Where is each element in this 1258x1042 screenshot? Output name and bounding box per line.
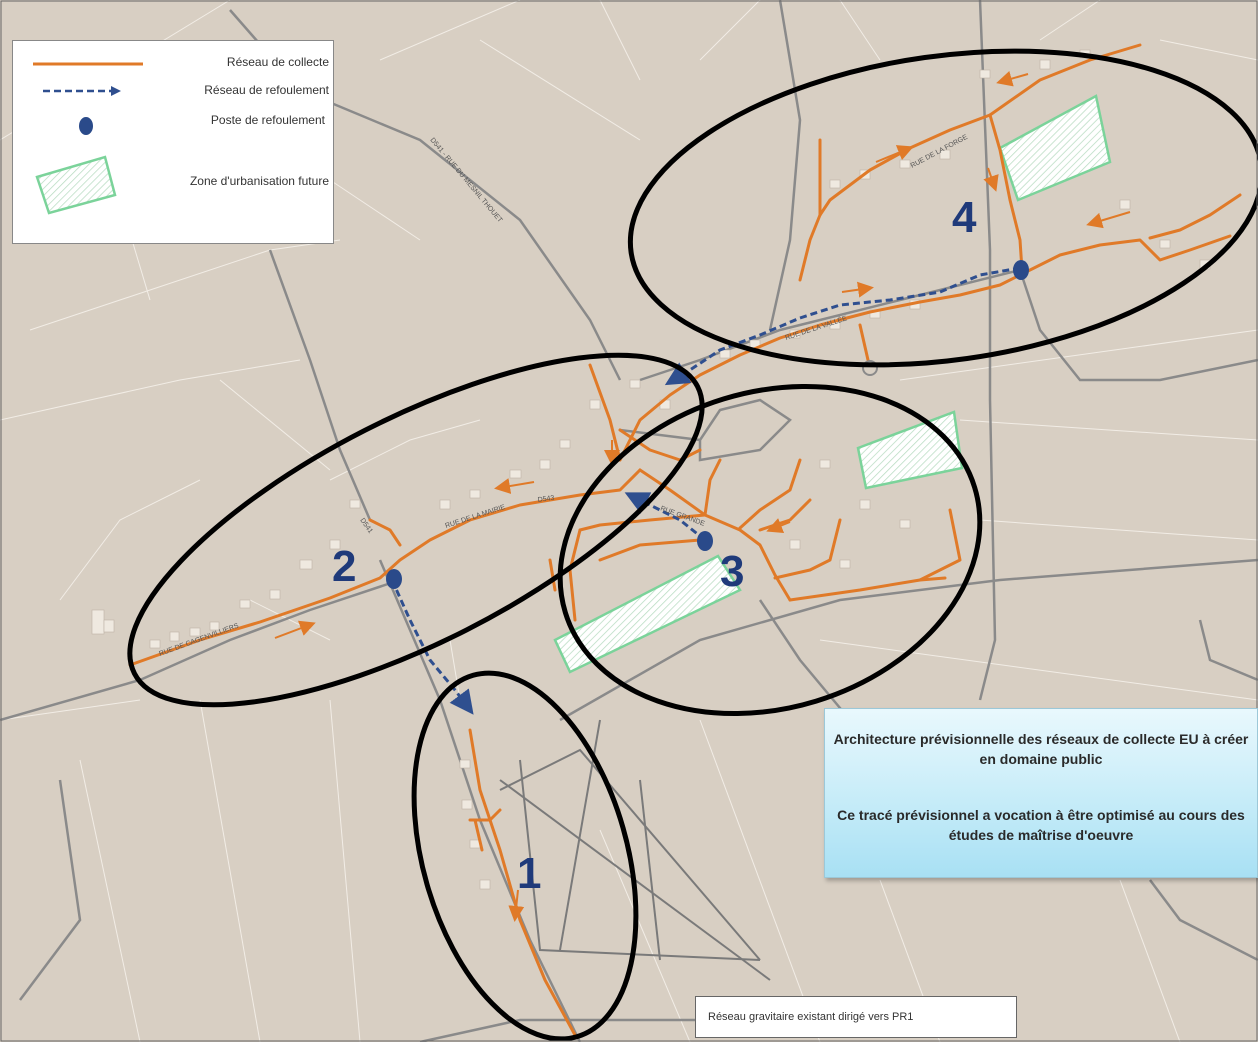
legend-label: Réseau de collecte [226,55,329,69]
street-d543: D543 [537,495,555,504]
legend-label: Réseau de refoulement [204,83,329,97]
pumping-stations [386,260,1029,589]
zone-outlines [127,48,1258,1042]
info-box: Architecture prévisionnelle des réseaux … [824,708,1258,878]
zone-number-3: 3 [720,547,745,596]
legend-item-pump: Poste de refoulement [13,112,335,142]
roundabout [862,360,878,376]
pumping-station-2 [386,569,402,589]
pressure-network [390,266,1021,715]
zone-outline-1 [411,670,639,1042]
zone-outline-4 [627,48,1258,368]
map-legend: Réseau de collecte Réseau de refoulement… [12,40,334,244]
flow-arrows [274,71,1131,922]
future-urbanisation-zones [553,94,1112,674]
existing-network-label: Réseau gravitaire existant dirigé vers P… [695,996,1017,1038]
pumping-station-4 [1013,260,1029,280]
legend-item-future-zone: Zone d'urbanisation future [13,151,335,215]
info-note: Ce tracé prévisionnel a vocation à être … [837,807,1245,843]
info-title: Architecture prévisionnelle des réseaux … [833,731,1249,767]
zone-number-1: 1 [517,849,542,898]
future-zone-north [998,94,1112,202]
legend-label: Zone d'urbanisation future [189,174,329,188]
zone-number-2: 2 [332,542,357,591]
blue-dashed-arrow-icon [43,86,121,96]
legend-item-collection: Réseau de collecte [13,54,335,84]
collection-network [128,43,1242,1037]
zone-number-4: 4 [952,193,977,242]
orange-line-icon [33,62,143,66]
future-zone-south [553,554,742,674]
buildings [91,49,1211,890]
legend-label: Poste de refoulement [210,113,325,127]
zone-outline-3 [557,383,983,717]
green-hatched-parcel-icon [35,155,117,215]
pumping-station-3 [697,531,713,551]
zone-outline-2 [127,352,705,708]
blue-dot-icon [79,117,93,135]
legend-item-pressure: Réseau de refoulement [13,82,335,112]
